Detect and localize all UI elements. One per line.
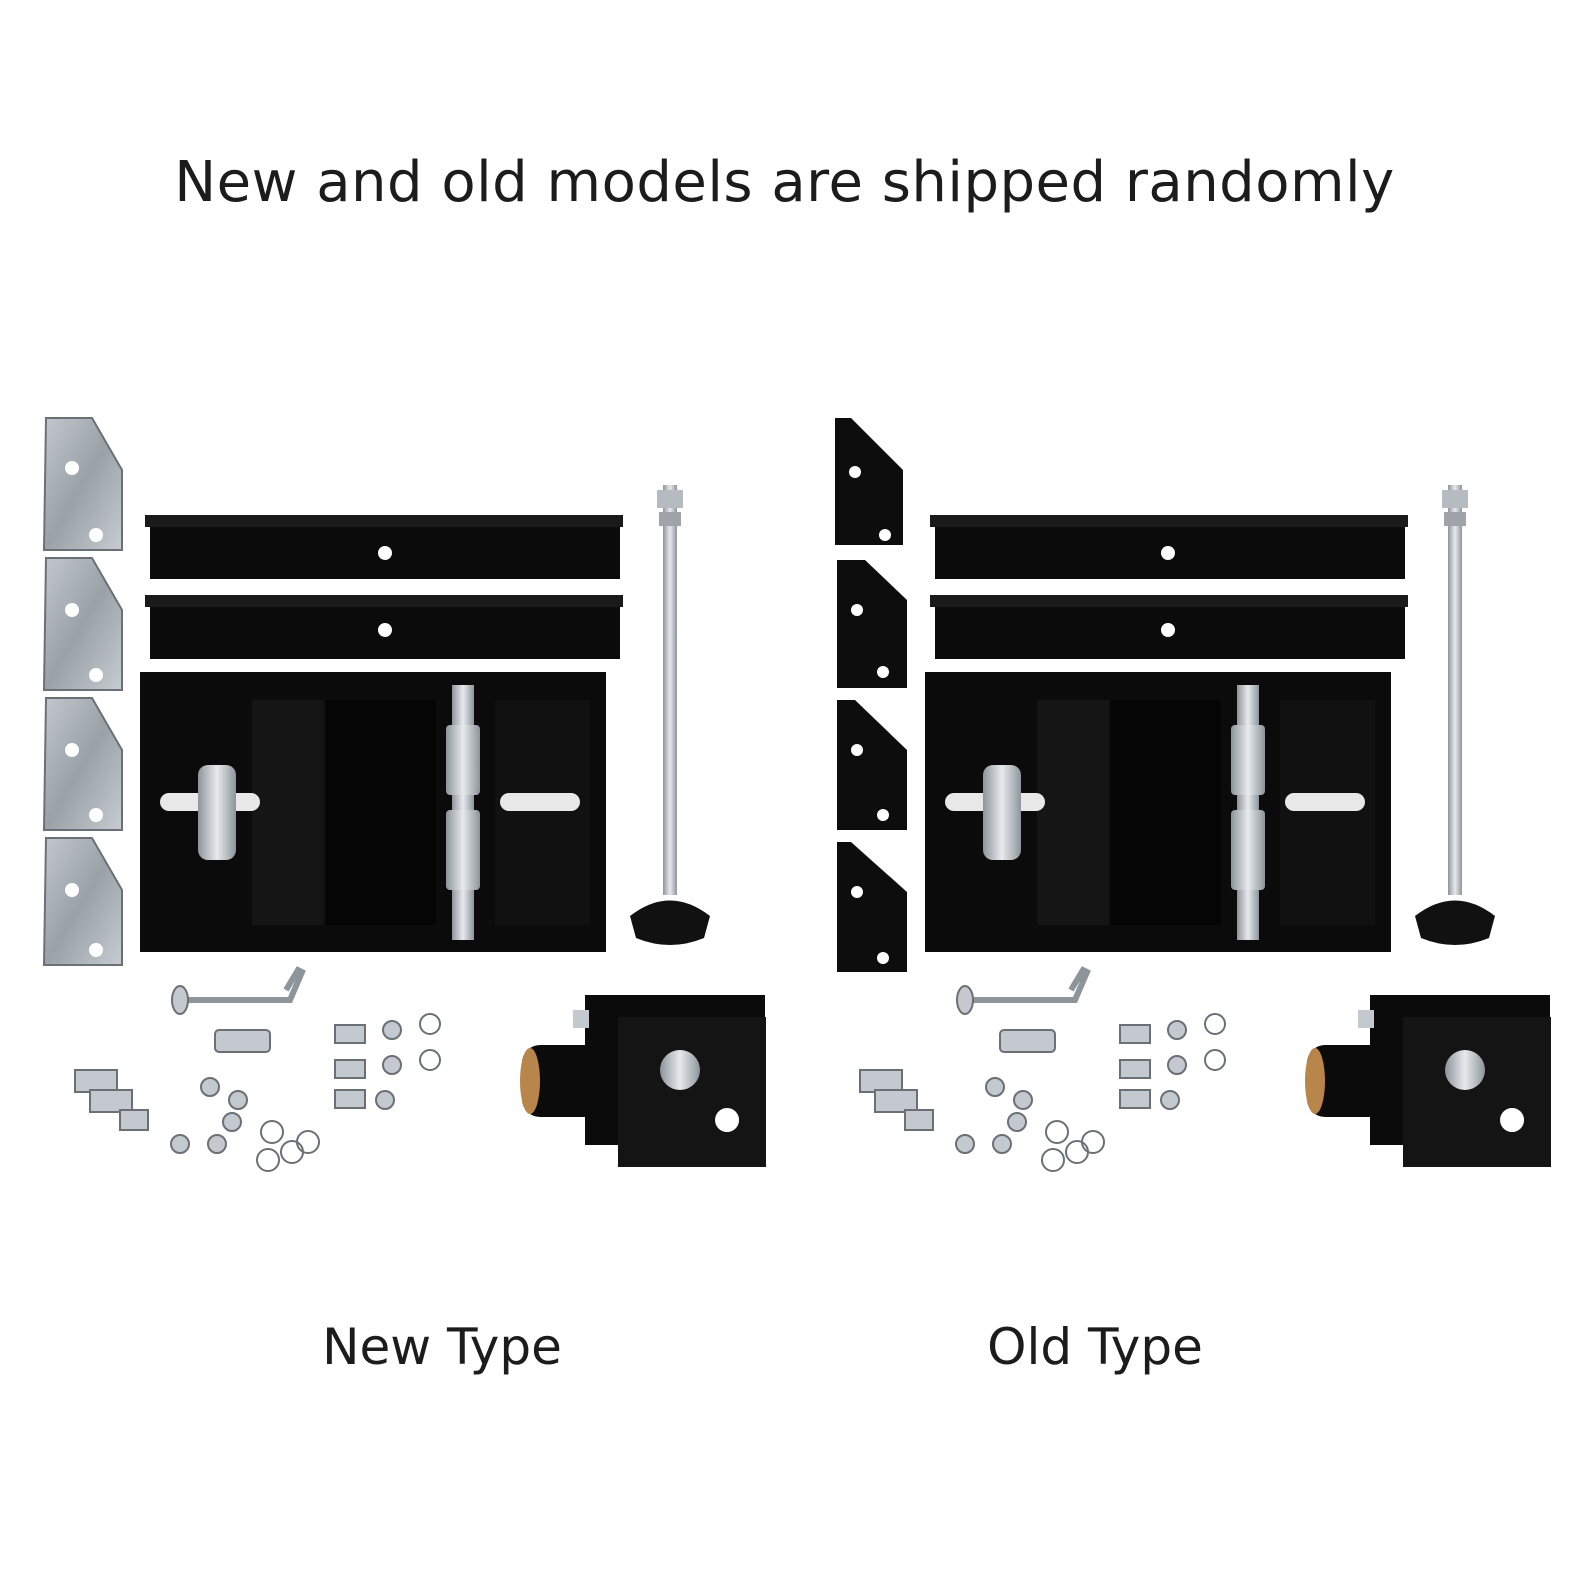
headline: New and old models are shipped randomly [174, 150, 1395, 215]
hardware-bolts-nuts [859, 966, 1226, 1172]
new-type-label: New Type [322, 1318, 562, 1376]
angle-bars [145, 515, 623, 659]
old-type-label: Old Type [987, 1318, 1203, 1376]
new-type-kit-photo [42, 417, 766, 1172]
receiver-hitch [1305, 995, 1551, 1167]
gusset-plates [42, 417, 123, 966]
gusset-plates-black [835, 418, 907, 972]
threaded-rod [630, 485, 710, 945]
angle-bars [930, 515, 1408, 659]
old-type-kit-photo [835, 418, 1551, 1172]
threaded-rod [1415, 485, 1495, 945]
hardware-bolts-nuts [74, 966, 441, 1172]
mounting-bracket [140, 672, 606, 952]
mounting-bracket [925, 672, 1391, 952]
receiver-hitch [520, 995, 766, 1167]
